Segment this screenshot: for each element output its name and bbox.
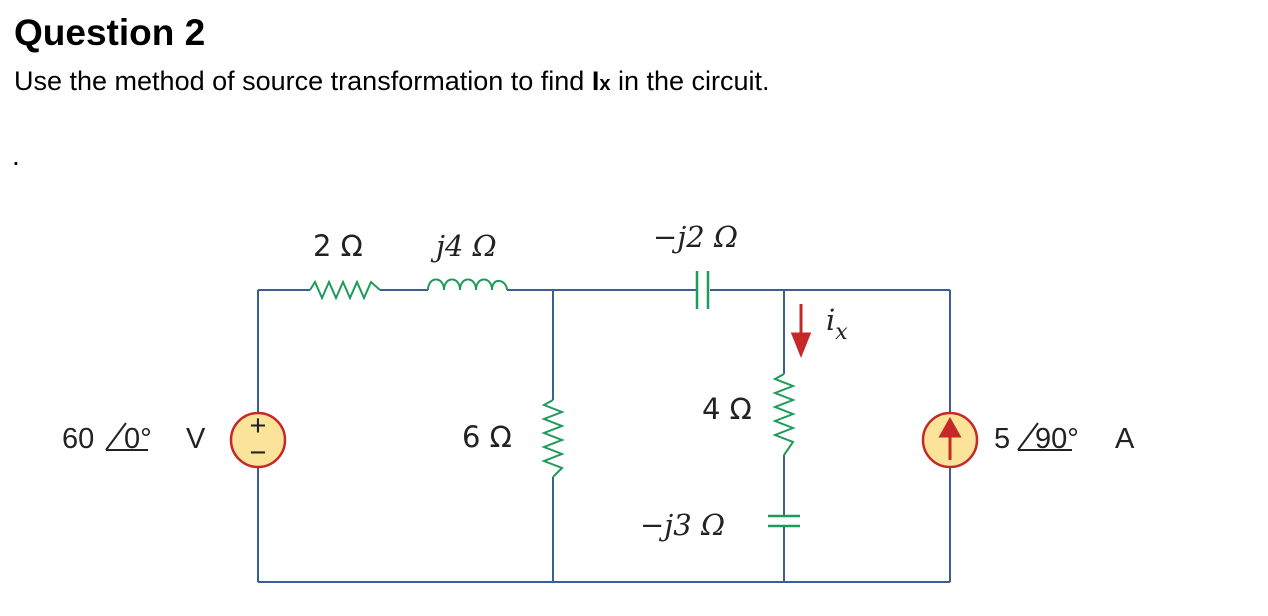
label-voltage-source: 60 0° V	[62, 422, 206, 455]
voltage-source-plus: +	[250, 410, 267, 442]
voltage-source-minus: −	[250, 437, 267, 469]
label-4ohm: 4 Ω	[702, 392, 752, 426]
prompt-variable: Ix	[591, 66, 611, 96]
svg-text:V: V	[186, 423, 206, 455]
label-ix: ix	[826, 303, 848, 345]
voltage-source: + −	[229, 410, 287, 469]
label-minus-j3ohm: −j3 Ω	[640, 508, 725, 542]
current-source	[921, 411, 979, 469]
svg-text:0°: 0°	[124, 423, 152, 455]
question-title: Question 2	[14, 12, 206, 53]
svg-text:5: 5	[994, 423, 1010, 455]
current-source-arrow-icon	[938, 416, 962, 460]
resistor-6ohm	[541, 399, 565, 478]
inductor-j4	[427, 278, 508, 291]
prompt-text-after: in the circuit.	[610, 66, 770, 96]
resistor-2ohm	[309, 279, 381, 301]
label-minus-j2ohm: −j2 Ω	[653, 220, 738, 254]
label-current-source: 5 90° A	[994, 422, 1135, 455]
svg-text:90°: 90°	[1035, 423, 1079, 455]
stray-dot: .	[12, 140, 20, 171]
capacitor-minus-j3	[768, 514, 800, 528]
voltage-source-circle	[229, 411, 287, 469]
prompt-text-before: Use the method of source transformation …	[14, 66, 592, 96]
current-ix-arrow-icon	[790, 304, 812, 359]
label-6ohm: 6 Ω	[462, 420, 512, 454]
label-2ohm: 2 Ω	[313, 229, 363, 263]
question-prompt: Use the method of source transformation …	[14, 66, 770, 97]
label-j4ohm: j4 Ω	[430, 229, 497, 263]
svg-text:A: A	[1115, 423, 1135, 455]
circuit-wires	[257, 289, 951, 583]
svg-text:60: 60	[62, 423, 94, 455]
capacitor-minus-j2	[695, 271, 710, 309]
resistor-4ohm	[772, 373, 796, 456]
